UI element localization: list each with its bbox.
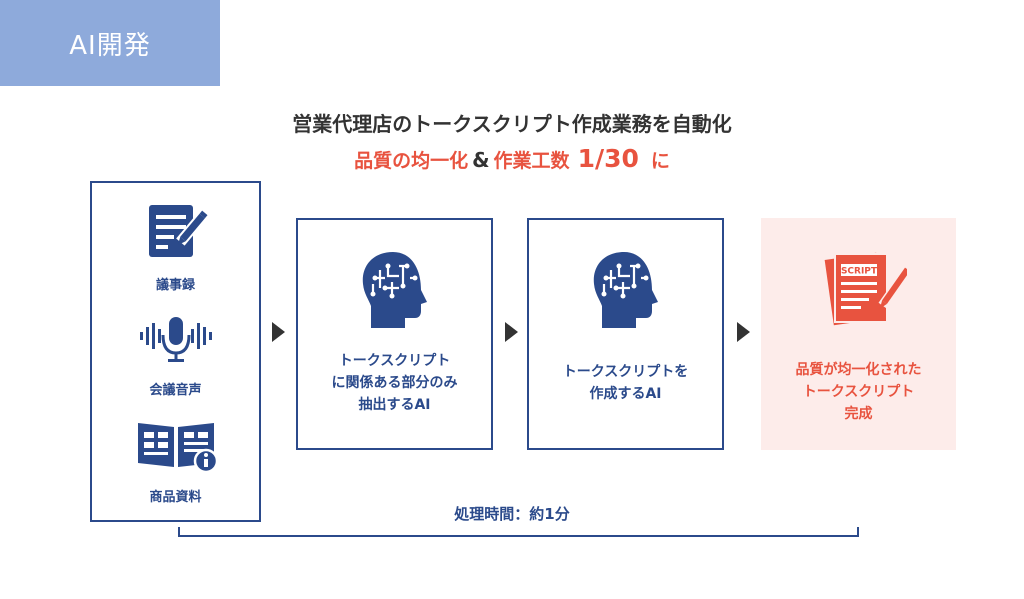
subtitle-workload: 作業工数 bbox=[493, 150, 570, 172]
script-document-icon: SCRIPT bbox=[761, 240, 956, 336]
ai-brain-icon bbox=[529, 248, 722, 330]
input-sources-box: 議事録 会議音声 bbox=[90, 181, 261, 522]
script-word: SCRIPT bbox=[840, 267, 877, 277]
result-line: トークスクリプト bbox=[802, 384, 915, 400]
ai-brain-icon bbox=[298, 248, 491, 330]
result-box: SCRIPT 品質が均一化された トークスクリプト 完成 bbox=[761, 218, 956, 450]
flow-arrow bbox=[272, 322, 285, 342]
processing-time-bracket bbox=[178, 527, 859, 537]
step-extract-line: トークスクリプト bbox=[338, 353, 451, 369]
step-extract-line: 抽出するAI bbox=[358, 397, 431, 413]
document-pen-icon bbox=[92, 201, 259, 261]
diagram-subtitle: 品質の均一化&作業工数 1/30 に bbox=[0, 144, 1024, 173]
flow-arrow bbox=[737, 322, 750, 342]
step-create-ai-label: トークスクリプトを 作成するAI bbox=[529, 361, 722, 405]
subtitle-ampersand: & bbox=[472, 148, 490, 172]
processing-time-label: 処理時間：約1分 bbox=[454, 505, 570, 523]
category-tag: AI開発 bbox=[0, 0, 220, 86]
category-tag-label: AI開発 bbox=[69, 30, 151, 61]
result-label: 品質が均一化された トークスクリプト 完成 bbox=[761, 359, 956, 425]
result-line: 完成 bbox=[844, 406, 873, 422]
subtitle-ratio: 1/30 bbox=[577, 144, 639, 173]
microphone-wave-icon bbox=[92, 315, 259, 365]
step-extract-ai-label: トークスクリプト に関係ある部分のみ 抽出するAI bbox=[298, 350, 491, 416]
step-create-line: 作成するAI bbox=[589, 386, 662, 402]
step-create-ai-box: トークスクリプトを 作成するAI bbox=[527, 218, 724, 450]
input-label-product-docs: 商品資料 bbox=[149, 490, 202, 505]
input-label-minutes: 議事録 bbox=[155, 278, 195, 293]
input-label-audio: 会議音声 bbox=[149, 383, 202, 398]
diagram-title: 営業代理店のトークスクリプト作成業務を自動化 bbox=[292, 112, 732, 136]
book-info-icon bbox=[92, 417, 259, 473]
result-line: 品質が均一化された bbox=[795, 362, 922, 378]
flow-arrow bbox=[505, 322, 518, 342]
step-create-line: トークスクリプトを bbox=[562, 364, 689, 380]
subtitle-suffix: に bbox=[650, 150, 670, 172]
step-extract-ai-box: トークスクリプト に関係ある部分のみ 抽出するAI bbox=[296, 218, 493, 450]
subtitle-quality: 品質の均一化 bbox=[354, 150, 469, 172]
step-extract-line: に関係ある部分のみ bbox=[331, 375, 458, 391]
